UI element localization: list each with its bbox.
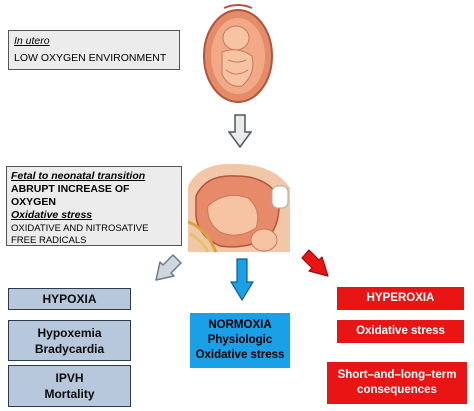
hypoxia-effect-2: Bradycardia — [34, 341, 105, 356]
fetus-in-utero-illustration — [203, 4, 273, 103]
hyperoxia-conseq-2: consequences — [357, 384, 437, 396]
normoxia-title: NORMOXIA — [208, 319, 272, 331]
transition-heading: Fetal to neonatal transition — [11, 170, 146, 182]
hypoxia-outcomes-box: IPVH Mortality — [8, 365, 131, 407]
transition-radicals-line2: FREE RADICALS — [11, 235, 87, 246]
hyperoxia-conseq-1: Short–and–long–term — [337, 369, 457, 381]
in-utero-text: LOW OXYGEN ENVIRONMENT — [14, 52, 167, 64]
normoxia-line2: Physiologic — [207, 334, 273, 346]
hypoxia-box: HYPOXIA — [8, 288, 131, 310]
normoxia-line3: Oxidative stress — [195, 349, 285, 361]
transition-stress-text: Oxidative stress — [11, 209, 93, 221]
transition-radicals-line1: OXIDATIVE AND NITROSATIVE — [11, 223, 149, 234]
in-utero-box: In utero LOW OXYGEN ENVIRONMENT — [8, 30, 180, 70]
in-utero-heading: In utero — [14, 35, 50, 47]
hyperoxia-consequences-box: Short–and–long–term consequences — [327, 362, 467, 404]
hypoxia-title: HYPOXIA — [42, 292, 97, 306]
left-down-arrow — [155, 254, 182, 281]
hypoxia-outcome-1: IPVH — [55, 371, 84, 385]
hypoxia-effects-box: Hypoxemia Bradycardia — [8, 320, 131, 361]
hyperoxia-title: HYPEROXIA — [366, 292, 435, 304]
hyperoxia-stress: Oxidative stress — [356, 325, 445, 337]
hypoxia-effect-1: Hypoxemia — [37, 325, 102, 340]
hypoxia-outcome-2: Mortality — [44, 387, 95, 401]
center-down-arrow — [230, 258, 254, 302]
down-arrow — [228, 114, 252, 148]
transition-abrupt-text: ABRUPT INCREASE OF OXYGEN — [11, 183, 130, 208]
right-down-arrow — [301, 249, 329, 277]
hyperoxia-stress-box: Oxidative stress — [337, 320, 464, 343]
transition-box: Fetal to neonatal transition ABRUPT INCR… — [6, 166, 182, 246]
normoxia-box: NORMOXIA Physiologic Oxidative stress — [190, 313, 290, 368]
hyperoxia-box: HYPEROXIA — [337, 287, 464, 310]
newborn-birth-illustration — [187, 163, 290, 253]
